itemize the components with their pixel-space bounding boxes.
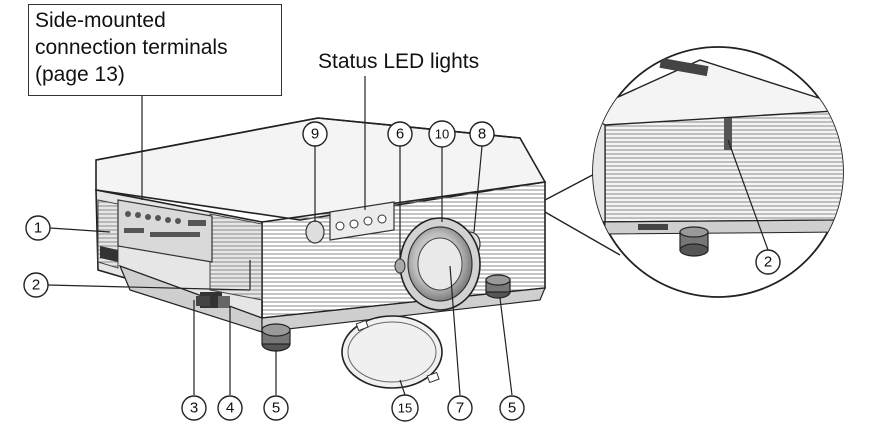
label-7: 7 [456,400,464,417]
callout-circles [23,120,781,422]
label-8: 8 [478,126,486,143]
status-led-title: Status LED lights [318,50,480,73]
lens-cap [341,315,443,389]
callout-line-1: Side-mounted [35,9,166,32]
label-15: 15 [398,401,412,416]
leader-lines [47,76,769,396]
callout-numbers: 1 2 3 4 5 9 6 10 8 15 7 5 2 [32,126,772,417]
label-2-left: 2 [32,277,40,294]
projector-body [95,117,547,352]
callout-line-2: connection terminals [35,36,228,59]
label-9: 9 [311,126,319,143]
callout-line-3: (page 13) [35,63,125,86]
label-2-detail: 2 [764,254,772,271]
label-3: 3 [190,400,198,417]
side-terminals-callout: Side-mounted connection terminals (page … [28,4,282,96]
label-5-right: 5 [508,400,516,417]
label-10: 10 [435,127,449,142]
label-5-left: 5 [272,400,280,417]
detail-magnifier [544,46,844,298]
label-6: 6 [396,126,404,143]
label-4: 4 [226,400,234,417]
label-1: 1 [34,220,42,237]
